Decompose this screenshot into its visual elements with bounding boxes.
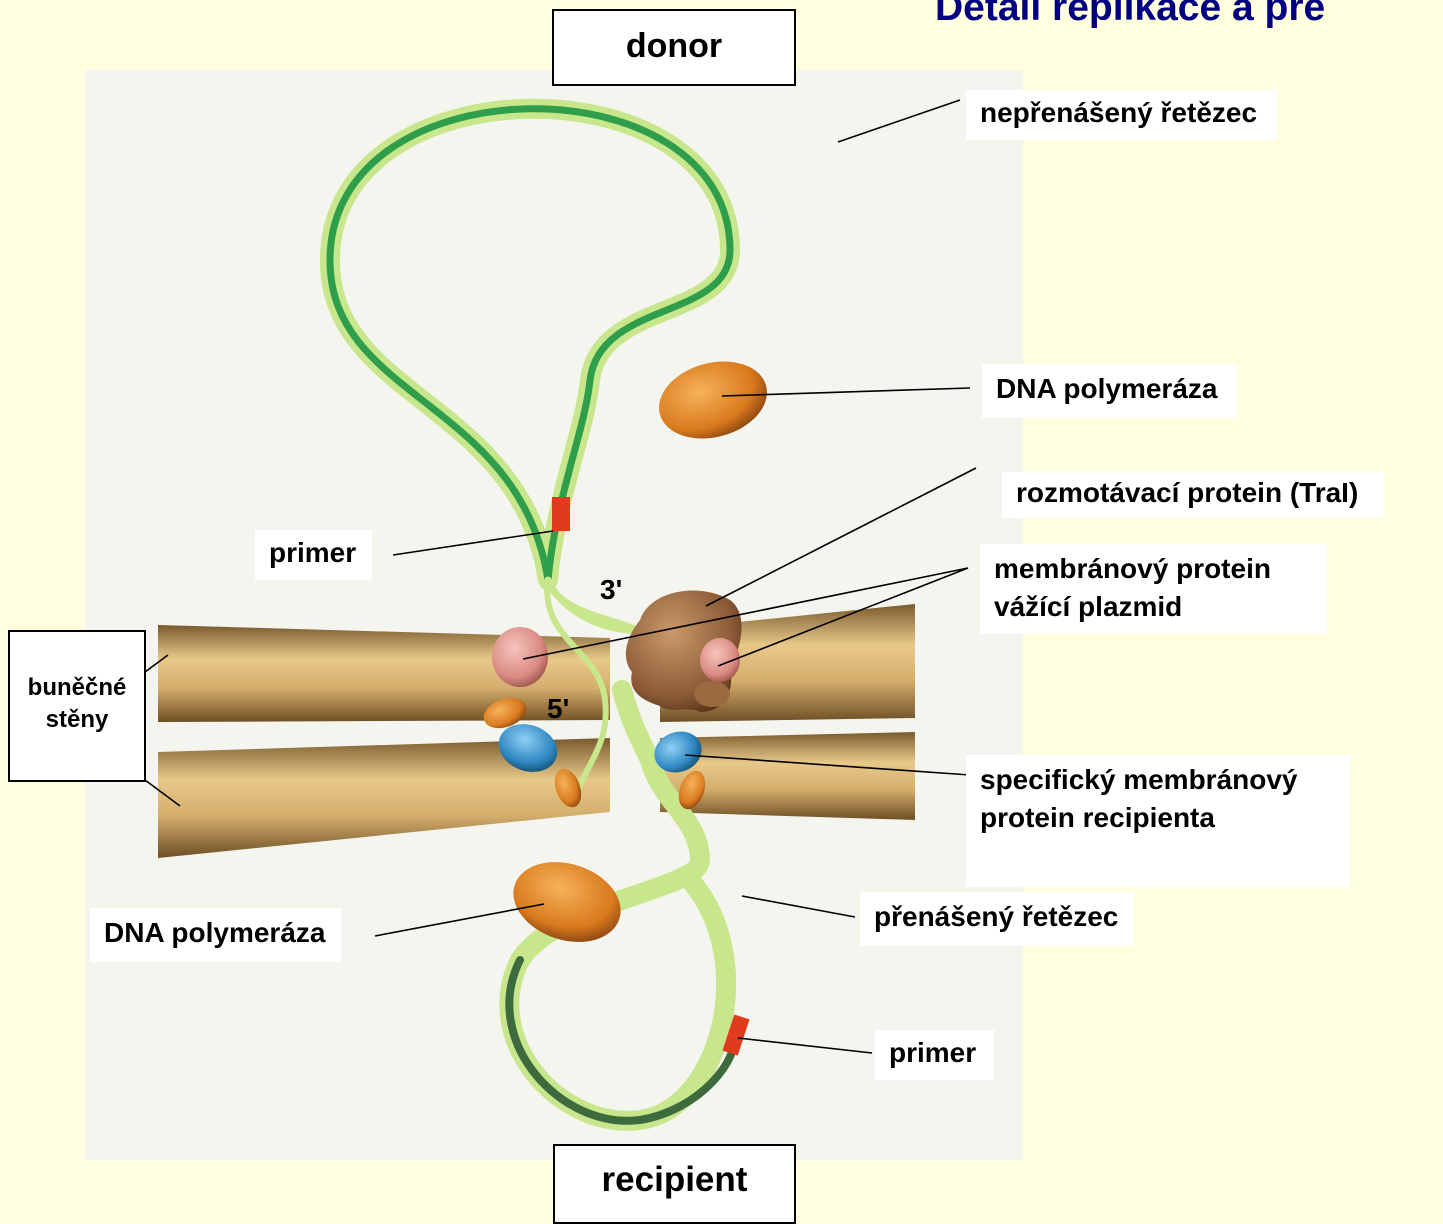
membrane-protein-label: membránový protein vážící plazmid	[980, 544, 1327, 634]
cell-walls-label-line1: buněčné	[10, 672, 144, 704]
non-transferred-strand-label: nepřenášený řetězec	[966, 90, 1277, 140]
primer-bottom-label: primer	[875, 1030, 994, 1080]
five-prime-label: 5'	[547, 693, 569, 725]
primer-top-label: primer	[255, 530, 372, 580]
cell-walls-label-line2: stěny	[10, 704, 144, 736]
dna-polymerase-bottom-shape	[503, 849, 631, 955]
recipient-box: recipient	[553, 1144, 796, 1224]
donor-loop-outer	[330, 109, 730, 580]
dna-polymerase-top-label: DNA polymeráza	[982, 364, 1237, 418]
membrane-protein-label-line2: vážící plazmid	[994, 588, 1271, 626]
three-prime-label: 3'	[600, 574, 622, 606]
recipient-label: recipient	[602, 1160, 748, 1199]
specific-protein-label-line2: protein recipienta	[980, 799, 1298, 837]
primer-top-mark	[552, 497, 570, 531]
membrane-protein-left-shape	[492, 627, 548, 687]
donor-label: donor	[626, 27, 722, 65]
transferred-strand-label: přenášený řetězec	[860, 892, 1134, 946]
specific-protein-label-line1: specifický membránový	[980, 761, 1298, 799]
dna-polymerase-top-shape	[650, 350, 775, 450]
specific-protein-label: specifický membránový protein recipienta	[966, 755, 1350, 887]
donor-box: donor	[552, 9, 796, 86]
unwinding-protein-label: rozmotávací protein (TraI)	[1002, 472, 1384, 518]
dna-polymerase-bottom-label: DNA polymeráza	[90, 908, 341, 962]
membrane-protein-label-line1: membránový protein	[994, 550, 1271, 588]
cell-walls-box: buněčné stěny	[8, 630, 146, 782]
